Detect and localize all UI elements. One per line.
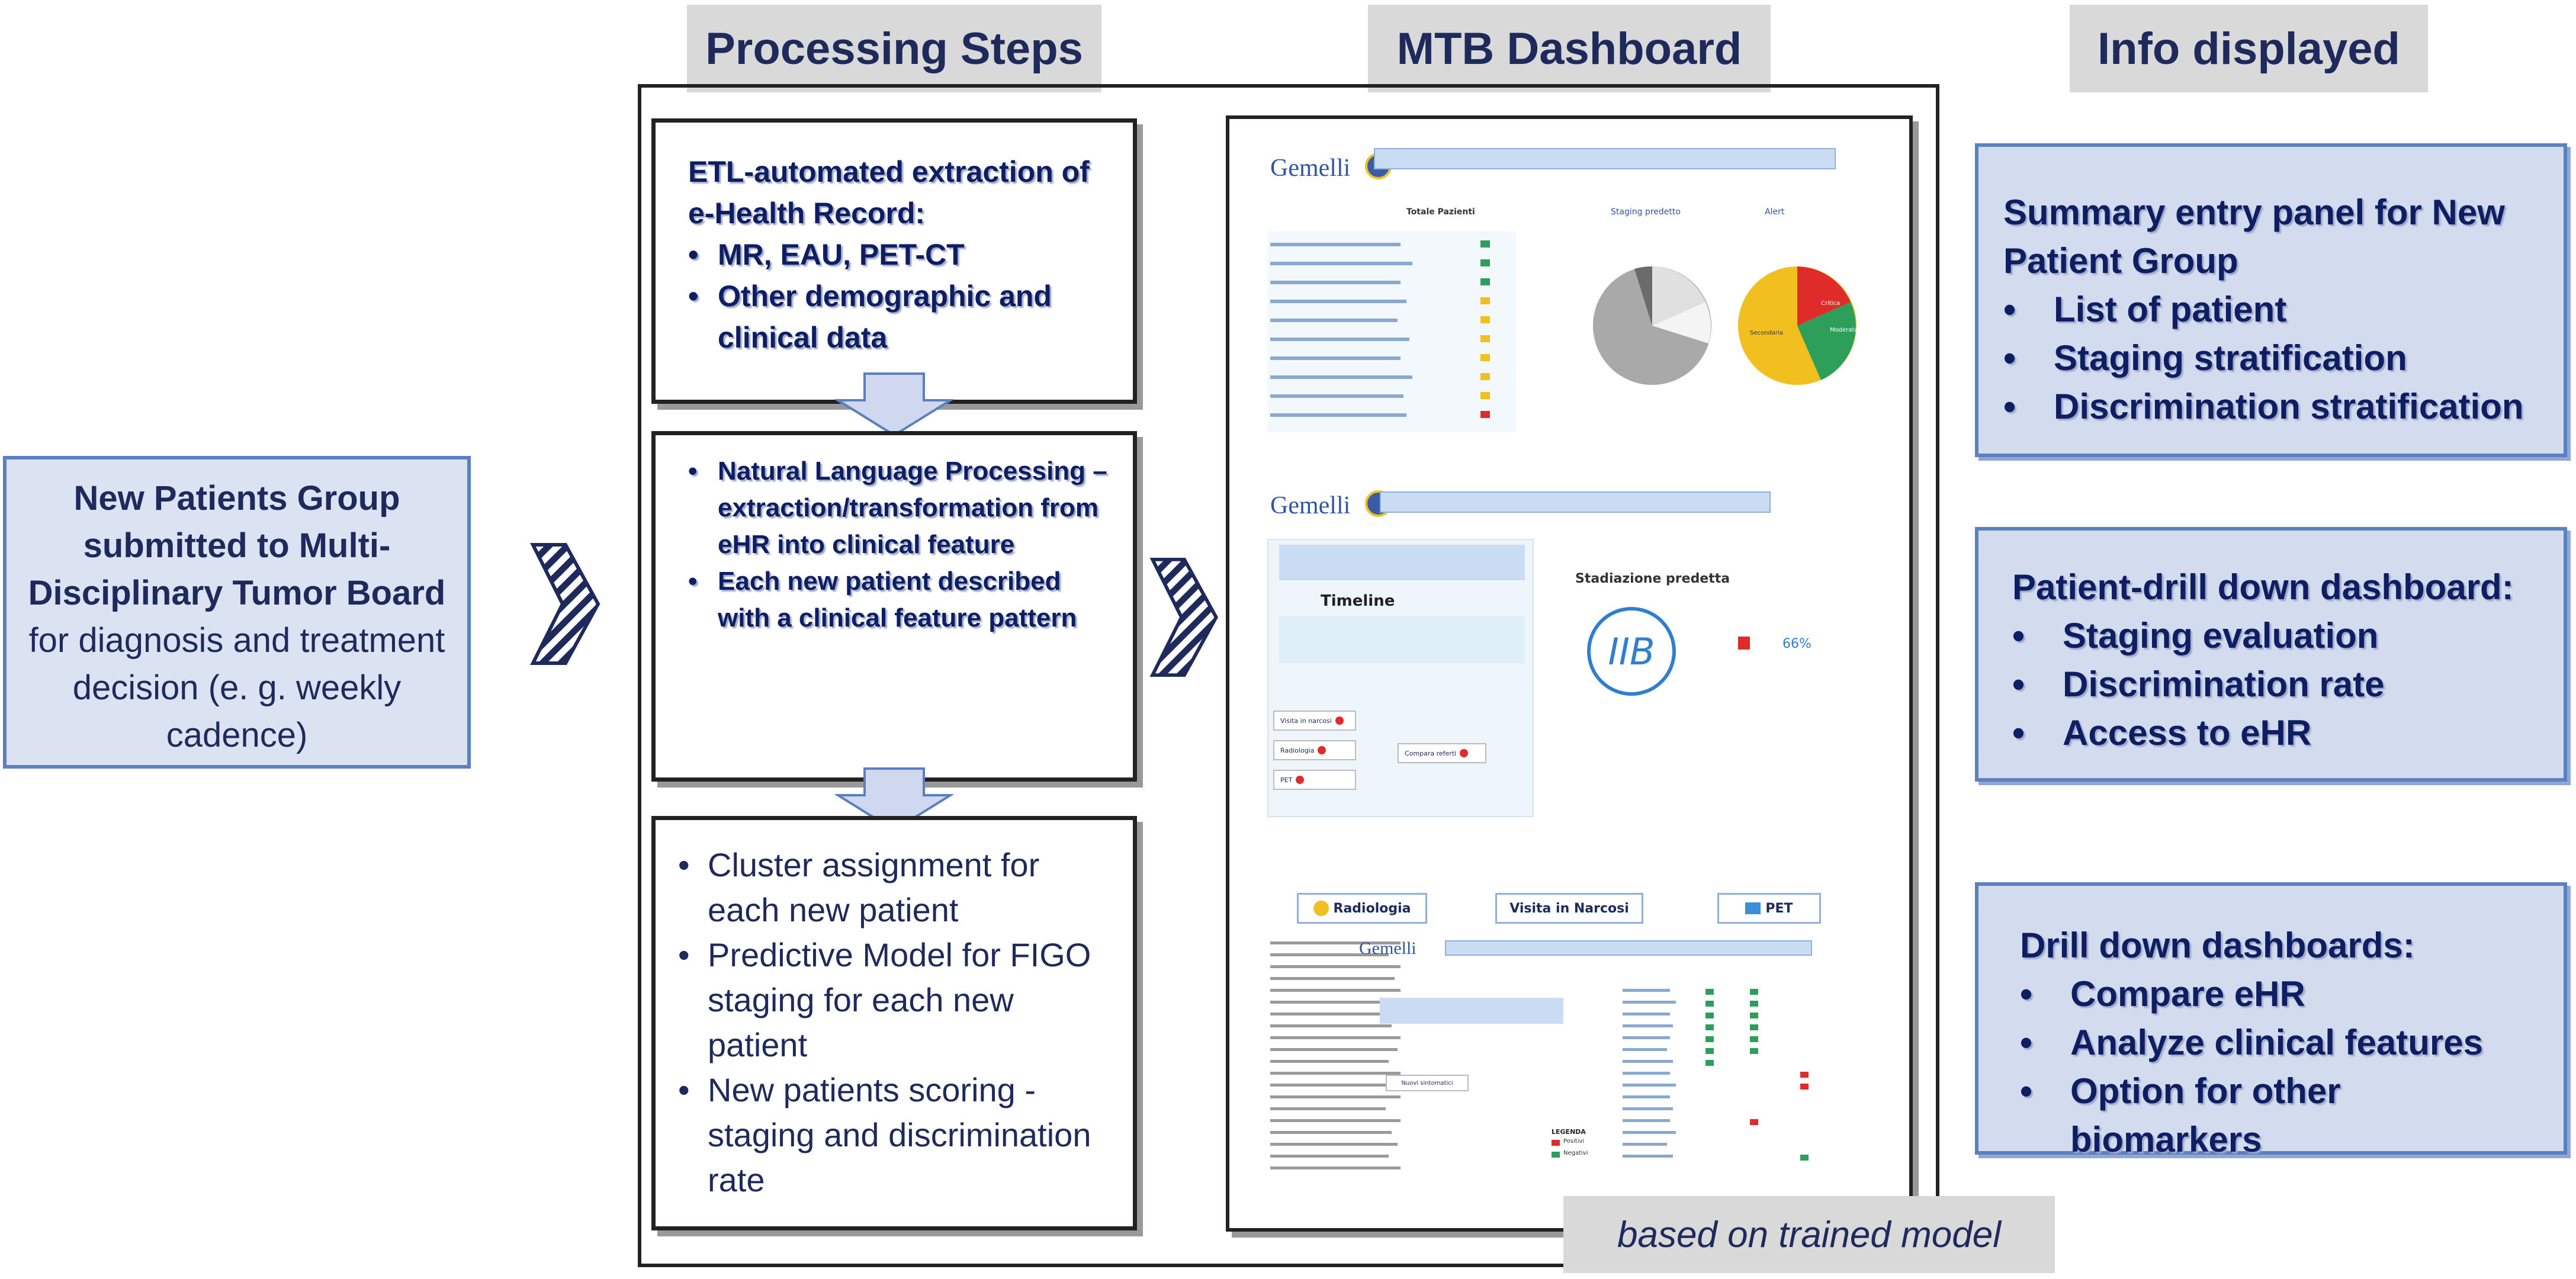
pie2-title: Alert: [1765, 207, 1785, 217]
pie-label: Critica: [1821, 300, 1840, 307]
pie-label: Moderata: [1830, 327, 1858, 333]
gemelli-logo: Gemelli: [1270, 492, 1351, 519]
drill-patient-item: Discrimination rate: [2012, 660, 2540, 709]
compara-button[interactable]: Compara referti: [1398, 743, 1486, 763]
input-new-patients-box: New Patients Group submitted to Multi-Di…: [3, 456, 471, 769]
etl-item: MR, EAU, PET-CT: [688, 234, 1109, 275]
down-arrow-icon: [835, 372, 953, 437]
pet-button[interactable]: PET: [1273, 770, 1356, 790]
pie1-title: Staging predetto: [1611, 207, 1681, 217]
alert-pie-chart: Critica Moderata Secondaria: [1738, 266, 1858, 385]
patient-list-title: Totale Pazienti: [1406, 207, 1475, 217]
header-processing-steps: Processing Steps: [687, 5, 1101, 92]
discrimination-value: 66%: [1782, 637, 1811, 651]
new-symptom-button-label: Nuovi sintomatici: [1401, 1079, 1453, 1087]
etl-item: Other demographic and clinical data: [688, 275, 1109, 358]
dashboard-panel-patient: Gemelli Timeline Stadiazione predetta II…: [1267, 480, 1859, 835]
drill-patient-item: Staging evaluation: [2012, 612, 2540, 660]
drill-other-item: Option for other biomarkers: [2020, 1067, 2540, 1164]
input-bold-text: New Patients Group submitted to Multi-Di…: [28, 479, 446, 612]
drill-other-item: Analyze clinical features: [2020, 1018, 2540, 1067]
report-text-lines: [1270, 941, 1401, 1169]
visita-tab[interactable]: Visita in Narcosi: [1495, 893, 1643, 924]
legend-title: LEGENDA: [1552, 1128, 1586, 1136]
radiologia-tab[interactable]: Radiologia: [1297, 893, 1427, 924]
summary-item: Staging stratification: [2003, 334, 2540, 383]
drill-patient-item: Access to eHR: [2012, 709, 2540, 757]
drill-other-item: Compare eHR: [2020, 970, 2540, 1018]
header-info-displayed: Info displayed: [2070, 5, 2428, 92]
step-etl-box: ETL-automated extraction of e-Health Rec…: [651, 118, 1137, 404]
timeline-label: Timeline: [1321, 592, 1395, 610]
pet-icon: [1745, 902, 1761, 914]
pet-button-label: PET: [1280, 776, 1293, 784]
pet-tab-label: PET: [1765, 901, 1793, 916]
info-drill-patient-box: Patient-drill down dashboard: Staging ev…: [1975, 527, 2567, 782]
nlp-item: Natural Language Processing – extraction…: [688, 453, 1109, 563]
radiologia-tab-label: Radiologia: [1333, 901, 1411, 916]
header-mtb-dashboard: MTB Dashboard: [1368, 5, 1771, 92]
radiation-icon: [1313, 901, 1329, 916]
model-item: Cluster assignment for each new patient: [678, 843, 1115, 933]
drill-patient-title: Patient-drill down dashboard:: [2012, 567, 2514, 607]
patient-list-table: [1267, 231, 1516, 432]
model-item: New patients scoring - staging and discr…: [678, 1068, 1115, 1203]
input-normal-text: for diagnosis and treatment decision (e.…: [28, 621, 445, 754]
down-arrow-icon: [835, 767, 953, 832]
processing-frame: [638, 84, 1939, 1267]
nlp-item: Each new patient described with a clinic…: [688, 563, 1109, 637]
etl-title: ETL-automated extraction of e-Health Rec…: [688, 155, 1090, 230]
pet-tab[interactable]: PET: [1717, 893, 1821, 924]
radiologia-button[interactable]: Radiologia: [1273, 740, 1356, 760]
radiologia-button-label: Radiologia: [1280, 746, 1315, 754]
step-model-box: Cluster assignment for each new patient …: [651, 816, 1137, 1230]
staging-pie-chart: [1593, 266, 1711, 385]
pie-label: Secondaria: [1750, 330, 1783, 336]
visita-tab-label: Visita in Narcosi: [1509, 901, 1629, 916]
summary-item: Discrimination stratification: [2003, 383, 2540, 431]
features-table: [1623, 989, 1809, 1161]
step-nlp-box: Natural Language Processing – extraction…: [651, 431, 1137, 782]
legend-item: Positivi: [1563, 1138, 1585, 1145]
summary-title: Summary entry panel for New Patient Grou…: [2003, 192, 2505, 281]
dashboard-panel-summary: Gemelli Totale Pazienti Staging predetto…: [1267, 142, 1859, 438]
dashboard-panel-drilldown: Radiologia Visita in Narcosi PET Gemelli…: [1267, 888, 1859, 1220]
gemelli-logo: Gemelli: [1270, 155, 1351, 182]
stage-value: IIB: [1587, 607, 1676, 696]
new-symptom-button[interactable]: Nuovi sintomatici: [1386, 1075, 1469, 1091]
info-summary-box: Summary entry panel for New Patient Grou…: [1975, 143, 2567, 457]
compara-button-label: Compara referti: [1405, 749, 1457, 757]
summary-item: List of patient: [2003, 285, 2540, 334]
legend-item: Negativi: [1563, 1150, 1588, 1156]
gemelli-logo: Gemelli: [1359, 939, 1417, 958]
stage-title: Stadiazione predetta: [1575, 571, 1730, 586]
striped-arrow-icon: [530, 543, 600, 665]
model-item: Predictive Model for FIGO staging for ea…: [678, 933, 1115, 1068]
drill-other-title: Drill down dashboards:: [2020, 925, 2415, 965]
visita-button[interactable]: Visita in narcosi: [1273, 711, 1356, 731]
visita-button-label: Visita in narcosi: [1280, 716, 1332, 725]
trained-model-label: based on trained model: [1563, 1196, 2055, 1273]
striped-arrow-icon: [1149, 557, 1219, 677]
info-drill-other-box: Drill down dashboards: Compare eHR Analy…: [1975, 882, 2567, 1159]
